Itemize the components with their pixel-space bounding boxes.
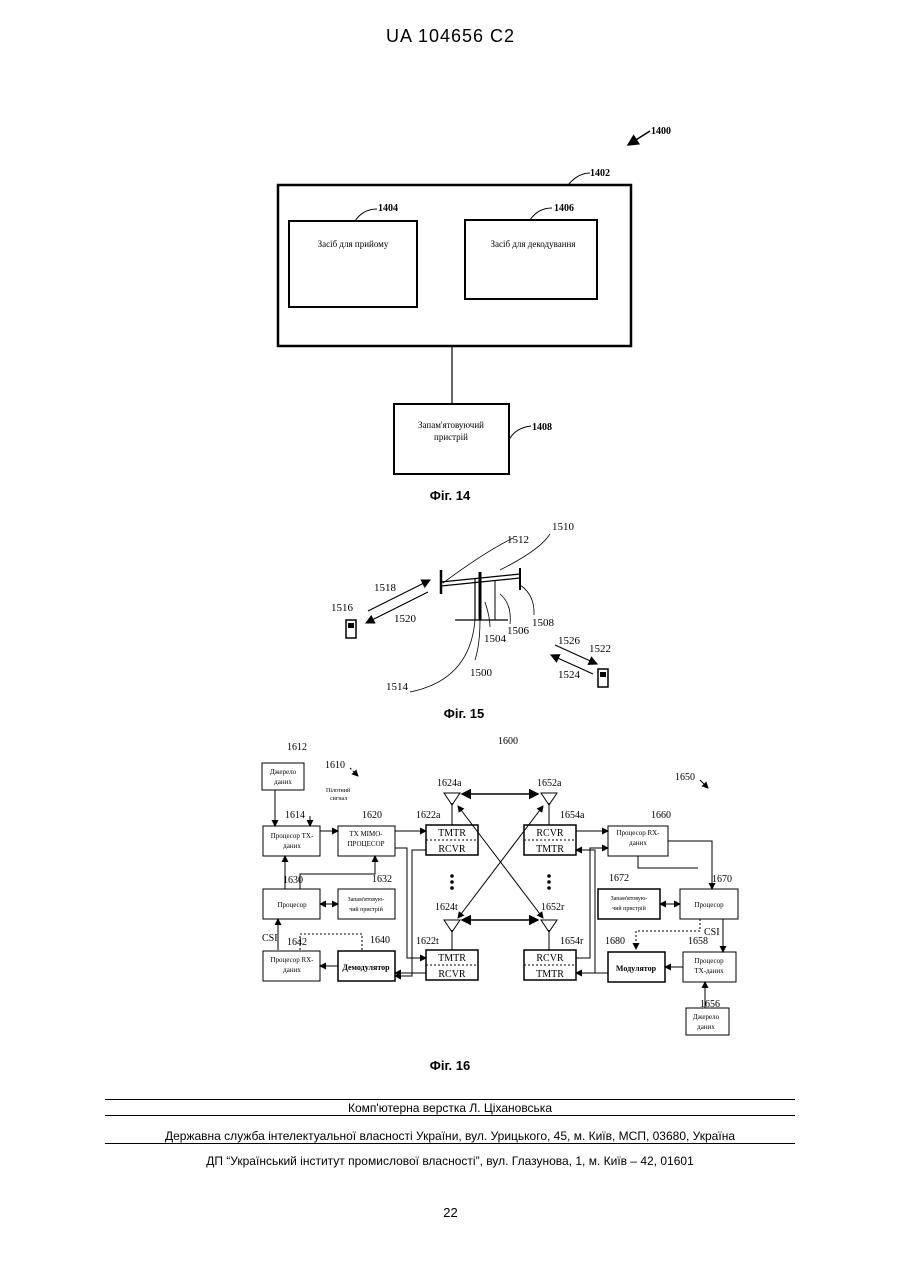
memory-label-line2: пристрій <box>434 432 468 442</box>
left-source-l1: Джерело <box>270 768 297 776</box>
ref-1614: 1614 <box>285 810 305 821</box>
left-tx-data-processor-box <box>263 826 320 856</box>
decode-means-box <box>465 220 597 299</box>
device-box-1402 <box>278 185 631 346</box>
ref-1504: 1504 <box>484 633 507 645</box>
footer-institute: ДП “Український інститут промислової вла… <box>105 1154 795 1168</box>
left-rxproc-l2: даних <box>283 966 301 974</box>
right-tmtr-bottom: TMTR <box>536 969 564 980</box>
footer-rule-top <box>105 1099 795 1100</box>
ref-1520: 1520 <box>394 613 417 625</box>
ref-1660: 1660 <box>651 810 671 821</box>
right-source-l1: Джерело <box>693 1013 720 1021</box>
ref-1524: 1524 <box>558 669 581 681</box>
ref-1518: 1518 <box>374 582 397 594</box>
ref-1510: 1510 <box>552 521 575 533</box>
ref-1406: 1406 <box>554 203 574 214</box>
footer-agency: Державна служба інтелектуальної власност… <box>105 1129 795 1143</box>
footer-typesetter: Комп'ютерна верстка Л. Ціхановська <box>105 1101 795 1115</box>
figure-14-diagram: 1400 1402 Засіб для прийому 1404 Засіб д… <box>0 0 901 510</box>
right-txproc-l2: ТХ-даних <box>694 967 724 975</box>
ref-1680: 1680 <box>605 936 625 947</box>
memory-label-line1: Запам'ятовуючий <box>418 420 484 430</box>
right-proc-label: Процесор <box>694 901 724 909</box>
mobile-device-1522-icon <box>598 669 608 687</box>
ref-1642: 1642 <box>287 937 307 948</box>
ref-1670: 1670 <box>712 874 732 885</box>
mobile-device-1516-icon <box>346 620 356 638</box>
right-rxproc-l2: даних <box>629 839 647 847</box>
pilot-label-line2: сигнал <box>330 796 347 802</box>
page-number: 22 <box>0 1205 901 1220</box>
left-rcvr-bottom: RCVR <box>438 969 466 980</box>
right-tmtr-top: TMTR <box>536 844 564 855</box>
figure-16-caption: Фіг. 16 <box>400 1058 500 1073</box>
ref-1516: 1516 <box>331 602 354 614</box>
ref-1612: 1612 <box>287 742 307 753</box>
ref-1514: 1514 <box>386 681 409 693</box>
ref-1622t: 1622t <box>416 936 439 947</box>
right-mem-l1: Запам'ятовую- <box>611 896 648 902</box>
left-rxproc-l1: Процесор RX- <box>271 956 315 964</box>
right-rxproc-l1: Процесор RX- <box>617 829 661 837</box>
right-mem-l2: чий пристрій <box>612 905 646 912</box>
mimo-l1: ТХ MIMO- <box>349 830 383 838</box>
ref-1652r: 1652r <box>541 902 565 913</box>
figure-15-diagram: 1510 1512 1518 1516 1520 1508 1506 1504 … <box>0 510 901 705</box>
right-rcvr-top: RCVR <box>536 828 564 839</box>
ref-1654a: 1654a <box>560 810 585 821</box>
left-source-l2: даних <box>274 778 292 786</box>
ref-1620: 1620 <box>362 810 382 821</box>
ref-1600: 1600 <box>498 736 518 747</box>
receive-means-box <box>289 221 417 307</box>
mimo-l2: ПРОЦЕСОР <box>347 840 384 848</box>
ref-1512: 1512 <box>507 534 529 546</box>
ref-1656: 1656 <box>700 999 720 1010</box>
receive-means-label: Засіб для прийому <box>318 239 389 249</box>
right-memory-box <box>598 889 660 919</box>
pilot-label-line1: Пілотний <box>326 787 351 794</box>
figure-16-diagram: 1600 1610 1650 Джерело даних 1612 Пілотн… <box>0 730 901 1060</box>
ref-1500: 1500 <box>470 667 493 679</box>
left-proc-label: Процесор <box>277 901 307 909</box>
ref-1508: 1508 <box>532 617 555 629</box>
ref-1658: 1658 <box>688 936 708 947</box>
ref-1400: 1400 <box>651 126 671 137</box>
demod-label: Демодулятор <box>342 963 390 972</box>
left-memory-box <box>338 889 395 919</box>
left-mem-l1: Запам'ятовую- <box>348 897 385 903</box>
figure-14-caption: Фіг. 14 <box>400 488 500 503</box>
ref-1506: 1506 <box>507 625 530 637</box>
ref-1624a: 1624a <box>437 778 462 789</box>
ref-1408: 1408 <box>532 422 552 433</box>
left-tmtr-top: TMTR <box>438 828 466 839</box>
footer-rule-1 <box>105 1115 795 1116</box>
right-txproc-l1: Процесор <box>694 957 724 965</box>
ref-1526: 1526 <box>558 635 581 647</box>
ref-1650: 1650 <box>675 772 695 783</box>
ref-1402: 1402 <box>590 168 610 179</box>
decode-means-label: Засіб для декодування <box>491 239 576 249</box>
ref-1622a: 1622a <box>416 810 441 821</box>
ref-1610: 1610 <box>325 760 345 771</box>
ref-1652a: 1652a <box>537 778 562 789</box>
left-txproc-l2: даних <box>283 842 301 850</box>
left-mem-l2: чий пристрій <box>349 906 383 913</box>
ref-1672: 1672 <box>609 873 629 884</box>
left-csi-label: CSI <box>262 933 278 944</box>
right-rcvr-bottom: RCVR <box>536 953 564 964</box>
ref-1640: 1640 <box>370 935 390 946</box>
footer-rule-2 <box>105 1143 795 1144</box>
ref-1522: 1522 <box>589 643 611 655</box>
ref-1624t: 1624t <box>435 902 458 913</box>
right-source-l2: даних <box>697 1023 715 1031</box>
left-tmtr-bottom: TMTR <box>438 953 466 964</box>
ref-1632: 1632 <box>372 874 392 885</box>
mod-label: Модулятор <box>616 964 657 973</box>
ref-1404: 1404 <box>378 203 398 214</box>
ref-1654r: 1654r <box>560 936 584 947</box>
left-txproc-l1: Процесор ТХ- <box>271 832 314 840</box>
figure-15-caption: Фіг. 15 <box>414 706 514 721</box>
left-rcvr-top: RCVR <box>438 844 466 855</box>
